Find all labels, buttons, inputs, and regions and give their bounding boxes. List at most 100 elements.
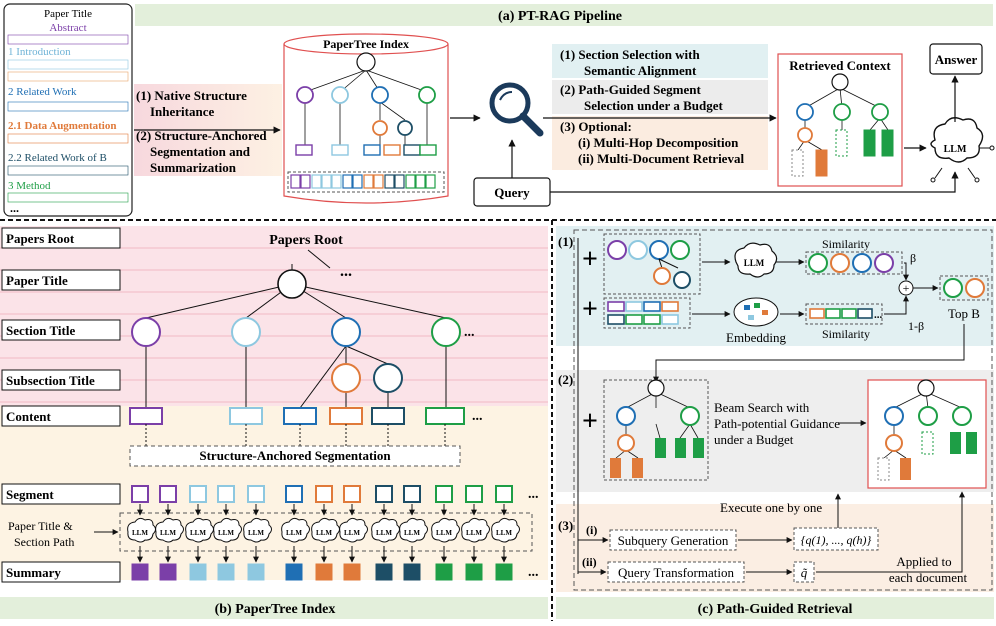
llm-icon: LLM — [930, 117, 995, 183]
summary-box — [435, 563, 453, 581]
retrieved-context-box: Retrieved Context — [777, 53, 903, 187]
llm-summarizer-text: LLM — [190, 529, 206, 537]
level-section-title: Section Title — [6, 323, 75, 338]
summary-box — [465, 563, 483, 581]
svg-text:+: + — [903, 281, 910, 295]
svg-text:+: + — [582, 244, 598, 275]
llm-brain-small-icon: LLM — [734, 242, 778, 278]
level-content: Content — [6, 409, 51, 424]
summary-dots: ... — [528, 565, 539, 580]
doc-ellipsis: ... — [10, 201, 19, 215]
transform-label: Query Transformation — [618, 565, 734, 580]
llm-summarizer-icon — [461, 517, 490, 543]
query-text: Query — [494, 185, 530, 200]
panel-2-num: (2) — [558, 372, 573, 387]
segment-dots: ... — [528, 487, 539, 502]
step1-label: (1) Native Structure — [136, 88, 247, 103]
path-label-2: Section Path — [14, 535, 74, 549]
sel2a-text: (2) Path-Guided Segment — [560, 82, 702, 97]
summary-box — [343, 563, 361, 581]
paper-document: Paper Title Abstract 1 Introduction 2 Re… — [3, 3, 133, 217]
llm-summarizer-icon — [213, 517, 242, 543]
segment-box — [159, 485, 177, 503]
summary-box — [495, 563, 513, 581]
llm-summarizer-text: LLM — [466, 529, 482, 537]
llm-summarizer-text: LLM — [286, 529, 302, 537]
sel3c-text: (ii) Multi-Document Retrieval — [578, 151, 744, 166]
sel2b-text: Selection under a Budget — [584, 98, 723, 113]
sel1a-text: (1) Section Selection with — [560, 47, 701, 62]
llm-small-text: LLM — [744, 258, 765, 268]
segment-box — [285, 485, 303, 503]
llm-summarizer-text: LLM — [376, 529, 392, 537]
segmentation-box — [129, 445, 461, 467]
llm-summarizer-icon — [243, 517, 272, 543]
beam-label-2: Path-potential Guidance — [714, 416, 840, 431]
subquery-set: {q(1), ..., q(h)} — [801, 533, 872, 547]
segmentation-label: Structure-Anchored Segmentation — [199, 448, 391, 463]
panel-1-num: (1) — [558, 234, 573, 249]
beta-label: β — [910, 251, 916, 265]
llm-summarizer-icon — [491, 517, 520, 543]
summary-box — [217, 563, 235, 581]
summary-box — [403, 563, 421, 581]
sel3b-text: (i) Multi-Hop Decomposition — [578, 135, 739, 150]
segment-box — [375, 485, 393, 503]
summary-box — [285, 563, 303, 581]
root-dots: ... — [340, 263, 352, 280]
transform-box — [607, 561, 745, 583]
level-subsection-title: Subsection Title — [6, 373, 95, 388]
level-paper-title: Paper Title — [6, 273, 68, 288]
summary-box — [131, 563, 149, 581]
segment-candidates — [603, 297, 691, 329]
answer-text: Answer — [935, 52, 978, 67]
level-papers-root: Papers Root — [6, 231, 75, 246]
sel1b-text: Semantic Alignment — [584, 63, 697, 78]
segment-box — [131, 485, 149, 503]
llm-summarizer-icon — [399, 517, 428, 543]
path-label-1: Paper Title & — [8, 519, 73, 533]
llm-text: LLM — [944, 144, 967, 155]
llm-summarizer-icon — [431, 517, 460, 543]
segment-box — [315, 485, 333, 503]
svg-text:+: + — [582, 294, 598, 325]
level-segment: Segment — [6, 487, 54, 502]
index-footer-bar — [0, 597, 548, 619]
retrieval-footer-bar — [556, 597, 994, 619]
papertree-full: Papers Root ... ... ... — [129, 233, 483, 467]
segment-row — [131, 485, 513, 503]
svg-text:+: + — [582, 406, 598, 437]
llm-summarizer-text: LLM — [344, 529, 360, 537]
llm-summarizer-text: LLM — [248, 529, 264, 537]
doc-abstract: Abstract — [49, 22, 86, 34]
search-icon — [489, 82, 544, 137]
segment-box — [435, 485, 453, 503]
ranked-segments: ... — [805, 303, 883, 325]
svg-text:...: ... — [874, 309, 883, 321]
one-minus-beta-label: 1-β — [908, 319, 924, 333]
llm-summarizer-text: LLM — [496, 529, 512, 537]
embedding-icon — [733, 297, 779, 327]
sel3a-text: (3) Optional: — [560, 119, 632, 134]
segment-box — [465, 485, 483, 503]
embedding-label: Embedding — [726, 330, 786, 345]
beam-label-3: under a Budget — [714, 432, 794, 447]
sub-i-label: (i) — [586, 523, 597, 537]
beam-input-tree — [603, 379, 709, 481]
summary-box — [189, 563, 207, 581]
subquery-box — [609, 529, 737, 551]
segment-box — [495, 485, 513, 503]
pipeline-header-bar — [135, 4, 993, 26]
index-level-labels: Papers Root Paper Title Section Title Su… — [1, 227, 121, 583]
doc-item-4: 3 Method — [8, 180, 51, 192]
doc-item-0: 1 Introduction — [8, 46, 71, 58]
ranked-sections — [805, 251, 903, 275]
topb-label: Top B — [948, 306, 980, 321]
segment-box — [403, 485, 421, 503]
llm-summarizer-text: LLM — [316, 529, 332, 537]
exec-label: Execute one by one — [720, 500, 822, 515]
summary-box — [247, 563, 265, 581]
qtilde-box — [793, 561, 815, 583]
